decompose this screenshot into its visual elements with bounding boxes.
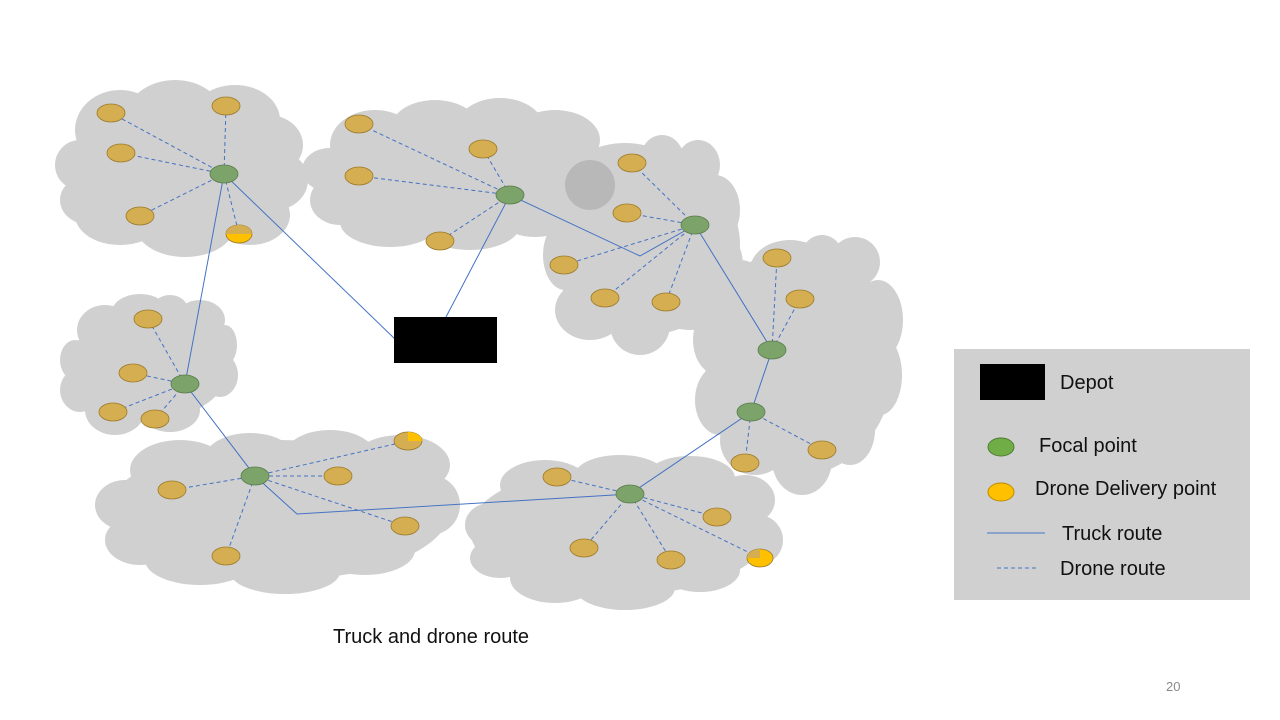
drone-route	[629, 493, 672, 561]
delivery-point	[746, 548, 774, 568]
drone-route	[254, 475, 406, 527]
cluster-cloud-1	[55, 80, 308, 257]
focal-point	[209, 164, 239, 184]
delivery-point	[656, 550, 686, 570]
focal-point	[615, 484, 645, 504]
cluster-cloud-6	[95, 430, 460, 594]
legend-delivery-point-label: Drone Delivery point	[1035, 478, 1217, 500]
delivery-point	[702, 507, 732, 527]
legend-delivery-point-swatch	[987, 482, 1015, 502]
delivery-point	[612, 203, 642, 223]
depot	[394, 317, 497, 363]
legend-drone-route-swatch	[997, 567, 1039, 569]
delivery-point	[106, 143, 136, 163]
delivery-point	[393, 431, 423, 451]
delivery-point	[569, 538, 599, 558]
focal-point	[680, 215, 710, 235]
delivery-point	[425, 231, 455, 251]
delivery-point	[225, 224, 253, 244]
legend-depot-label: Depot	[1060, 372, 1114, 394]
drone-route	[223, 105, 227, 175]
delivery-point	[211, 546, 241, 566]
delivery-point	[344, 166, 374, 186]
legend-truck-route-label: Truck route	[1062, 523, 1163, 545]
delivery-point	[98, 402, 128, 422]
delivery-point	[118, 363, 148, 383]
drone-route	[147, 318, 186, 385]
delivery-point	[542, 467, 572, 487]
legend-drone-route-label: Drone route	[1060, 558, 1166, 580]
drone-route	[110, 112, 225, 175]
delivery-point	[96, 103, 126, 123]
delivery-point	[211, 96, 241, 116]
diagram-caption: Truck and drone route	[333, 626, 530, 648]
page-number: 20	[1166, 679, 1181, 694]
delivery-point	[762, 248, 792, 268]
focal-point	[736, 402, 766, 422]
legend-focal-point-label: Focal point	[1039, 435, 1137, 457]
delivery-point	[468, 139, 498, 159]
delivery-point	[730, 453, 760, 473]
delivery-point	[807, 440, 837, 460]
legend-depot-swatch	[980, 364, 1045, 400]
cluster-cloud-4	[693, 235, 903, 495]
focal-point	[240, 466, 270, 486]
drone-route	[254, 440, 409, 477]
delivery-point	[157, 480, 187, 500]
delivery-point	[590, 288, 620, 308]
legend: Depot Focal point Drone Delivery point T…	[954, 349, 1250, 600]
drone-route	[583, 493, 631, 549]
drone-route	[563, 224, 696, 266]
delivery-point	[617, 153, 647, 173]
drone-route	[225, 475, 256, 557]
drone-route	[629, 493, 718, 518]
drone-route	[120, 152, 225, 175]
delivery-point	[549, 255, 579, 275]
delivery-point	[140, 409, 170, 429]
delivery-point	[390, 516, 420, 536]
delivery-point	[125, 206, 155, 226]
drone-route	[358, 175, 511, 196]
drone-route	[556, 476, 631, 495]
drone-route	[771, 257, 778, 351]
drone-route	[629, 493, 761, 559]
delivery-point	[651, 292, 681, 312]
drone-route	[604, 224, 696, 299]
focal-point	[495, 185, 525, 205]
drone-route	[223, 173, 240, 235]
drone-route	[139, 173, 225, 217]
delivery-point	[323, 466, 353, 486]
legend-truck-route-swatch	[987, 532, 1045, 534]
delivery-point	[785, 289, 815, 309]
cluster-cloud-7	[465, 455, 783, 610]
truck-route	[184, 172, 773, 515]
focal-point	[170, 374, 200, 394]
delivery-point	[133, 309, 163, 329]
delivery-point	[344, 114, 374, 134]
legend-focal-point-swatch	[987, 437, 1015, 457]
drone-route	[631, 162, 696, 226]
cluster-overlap-shade	[565, 160, 615, 210]
focal-point	[757, 340, 787, 360]
